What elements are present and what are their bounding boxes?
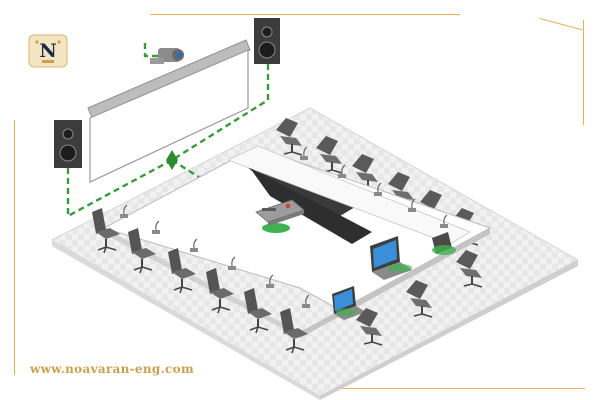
laptop-icon — [432, 232, 456, 255]
laptop-icon — [370, 236, 412, 280]
frame-right-line — [583, 20, 584, 125]
speaker-icon — [54, 120, 82, 168]
green-pad — [336, 308, 356, 316]
conference-unit-icon — [255, 199, 305, 233]
frame-left-line — [14, 120, 15, 375]
speaker-icon — [254, 18, 280, 64]
green-pad — [388, 264, 412, 272]
website-url: www.noavaran-eng.com — [30, 362, 194, 376]
noavaran-logo-icon: N — [28, 34, 68, 68]
frame-top-line — [150, 14, 460, 15]
frame-bottom-line — [320, 388, 585, 389]
projection-screen — [87, 39, 251, 183]
camera-icon — [150, 48, 184, 64]
cable-hub-icon — [166, 150, 178, 170]
svg-text:N: N — [39, 40, 56, 62]
